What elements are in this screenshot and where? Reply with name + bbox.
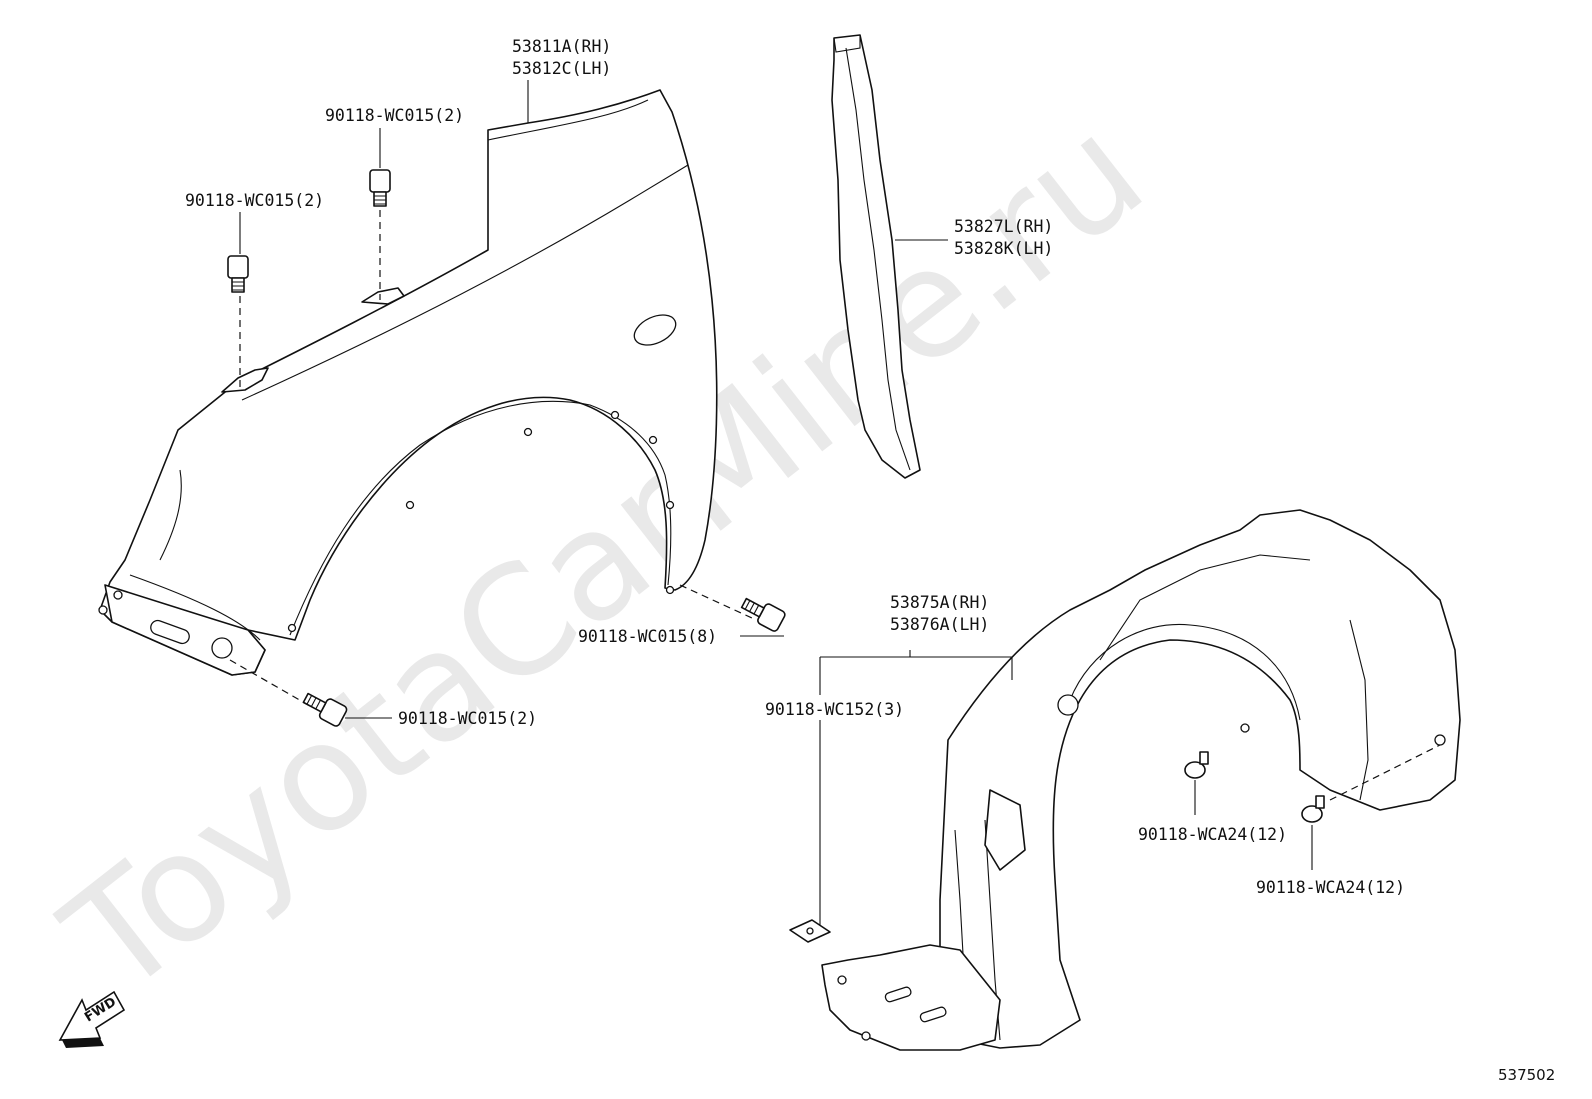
arch-hole xyxy=(405,500,415,510)
label-clip-nut: 90118-WC152(3) xyxy=(765,700,904,719)
label-fender-rh: 53811A(RH) xyxy=(512,37,611,56)
fender-top-tab-front xyxy=(221,367,269,393)
liner-hole xyxy=(1057,694,1079,716)
liner-inner-arc xyxy=(1069,623,1301,721)
label-bolt-top-right: 90118-WC015(2) xyxy=(325,106,464,125)
liner-hole-rear xyxy=(1434,734,1446,746)
bracket-hole-small-2 xyxy=(98,605,108,615)
arch-hole xyxy=(523,427,533,437)
clip-nut[interactable] xyxy=(789,919,831,943)
fender-arch-flange xyxy=(289,400,672,636)
label-seal-lh: 53828K(LH) xyxy=(954,239,1053,258)
liner-lower-flange xyxy=(821,944,1001,1051)
label-bolt-arch: 90118-WC015(8) xyxy=(578,627,717,646)
fender-seal[interactable] xyxy=(831,34,921,479)
liner-hole-side xyxy=(1240,723,1250,733)
bracket-slot xyxy=(150,619,190,645)
fender-body-line xyxy=(241,164,689,401)
fwd-arrow: FWD xyxy=(58,990,126,1048)
bracket-hole-small xyxy=(113,590,123,600)
push-clip-a[interactable] xyxy=(1184,751,1209,779)
flange-hole xyxy=(837,975,847,985)
label-fender-lh: 53812C(LH) xyxy=(512,59,611,78)
flange-slot xyxy=(884,986,912,1003)
fender-liner[interactable] xyxy=(821,509,1461,1051)
label-clip-b: 90118-WCA24(12) xyxy=(1256,878,1405,897)
seal-top-cap xyxy=(833,35,861,53)
seal-outline xyxy=(831,34,921,479)
bolt-arch[interactable] xyxy=(739,593,786,632)
liner-pocket xyxy=(984,789,1026,871)
label-bolt-front: 90118-WC015(2) xyxy=(398,709,537,728)
arch-hole xyxy=(665,500,675,510)
fender-repeater-hole xyxy=(633,314,677,346)
arch-hole xyxy=(610,410,620,420)
label-clip-a: 90118-WCA24(12) xyxy=(1138,825,1287,844)
flange-slot-2 xyxy=(919,1006,947,1023)
fwd-arrow-icon xyxy=(58,990,126,1041)
seal-inner-line xyxy=(845,47,911,471)
liner-outline xyxy=(939,509,1461,1049)
bolt-front[interactable] xyxy=(301,688,348,727)
bolt-top-left[interactable] xyxy=(227,255,249,293)
label-bolt-top-left: 90118-WC015(2) xyxy=(185,191,324,210)
dashed-guides xyxy=(229,210,1441,801)
part-labels: 53811A(RH) 53812C(LH) 90118-WC015(2) 901… xyxy=(185,37,1405,897)
fender-panel[interactable] xyxy=(98,89,718,676)
fender-side-line xyxy=(159,469,182,561)
label-liner-lh: 53876A(LH) xyxy=(890,615,989,634)
reference-number: 537502 xyxy=(1498,1066,1555,1084)
fender-top-line xyxy=(487,99,649,141)
bracket-hole xyxy=(211,637,233,659)
leader-lines xyxy=(239,80,1313,925)
flange-hole-2 xyxy=(861,1031,871,1041)
label-seal-rh: 53827L(RH) xyxy=(954,217,1053,236)
fender-front-line xyxy=(129,574,261,641)
fender-top-tab-rear xyxy=(361,287,405,305)
liner-rear-rib xyxy=(1349,619,1369,801)
arch-hole xyxy=(287,623,297,633)
bolt-top-right[interactable] xyxy=(369,169,391,207)
arch-hole xyxy=(648,435,658,445)
arch-hole xyxy=(665,585,675,595)
push-clip-b[interactable] xyxy=(1301,795,1325,823)
label-liner-rh: 53875A(RH) xyxy=(890,593,989,612)
liner-upper-rib xyxy=(1099,554,1311,661)
